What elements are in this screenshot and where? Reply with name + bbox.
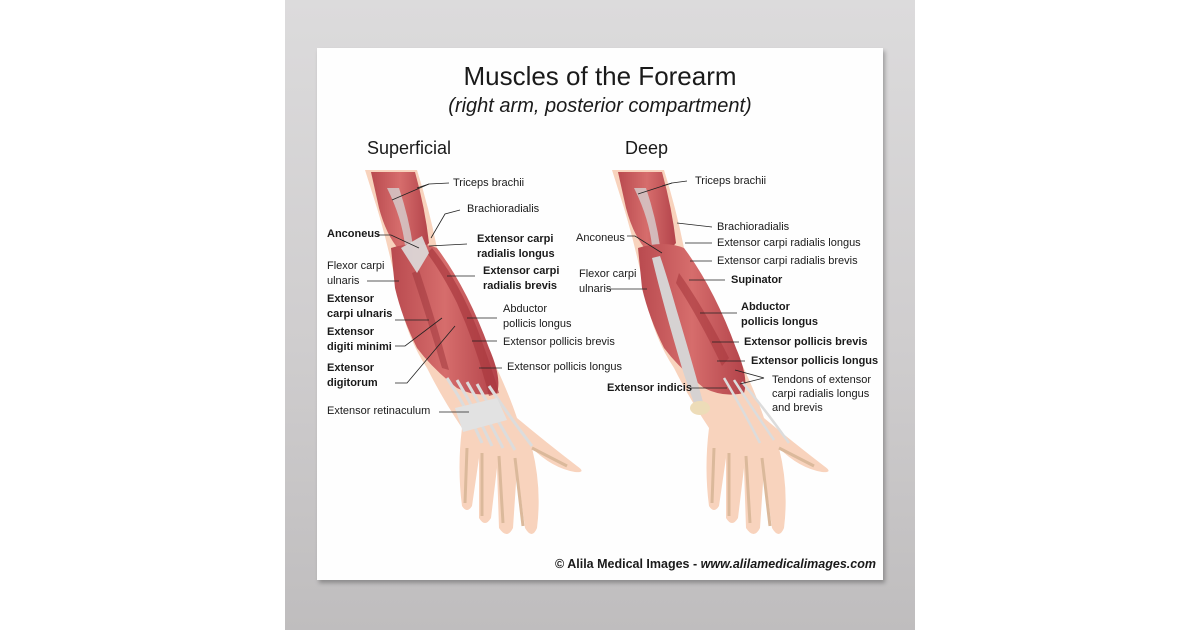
anatomy-poster: Muscles of the Forearm (right arm, poste… <box>317 48 883 580</box>
superficial-arm-illustration <box>365 170 582 534</box>
copyright-footer: © Alila Medical Images - www.alilamedica… <box>555 557 876 571</box>
label-sup-ext-pollicis-longus: Extensor pollicis longus <box>507 361 622 373</box>
label-deep-ext-pollicis-longus: Extensor pollicis longus <box>751 355 879 367</box>
label-sup-brachioradialis: Brachioradialis <box>467 203 540 215</box>
superficial-leader-lines <box>367 182 502 413</box>
label-sup-triceps-brachii: Triceps brachii <box>453 177 525 189</box>
poster-title: Muscles of the Forearm <box>463 61 737 91</box>
footer-separator: - <box>692 557 698 571</box>
label-deep-ext-pollicis-brevis: Extensor pollicis brevis <box>744 336 868 348</box>
deep-arm-illustration <box>612 170 829 534</box>
label-deep-supinator: Supinator <box>731 274 783 286</box>
forearm-illustrations <box>365 170 829 534</box>
label-deep-brachioradialis: Brachioradialis <box>717 221 790 233</box>
label-deep-ecr-brevis: Extensor carpi radialis brevis <box>717 255 858 267</box>
label-sup-ext-pollicis-brevis: Extensor pollicis brevis <box>503 336 615 348</box>
deep-leader-lines <box>607 180 765 389</box>
deep-heading: Deep <box>625 138 669 158</box>
label-deep-triceps-brachii: Triceps brachii <box>695 175 767 187</box>
label-sup-ext-retinaculum: Extensor retinaculum <box>327 405 431 417</box>
label-deep-ecr-longus: Extensor carpi radialis longus <box>717 237 861 249</box>
poster-subtitle: (right arm, posterior compartment) <box>448 95 752 117</box>
copyright-text: © Alila Medical Images <box>555 557 690 571</box>
label-deep-anconeus: Anconeus <box>576 232 625 244</box>
superficial-heading: Superficial <box>367 138 452 158</box>
label-sup-anconeus: Anconeus <box>327 228 381 240</box>
label-deep-ext-indicis: Extensor indicis <box>607 382 692 394</box>
website-link[interactable]: www.alilamedicalimages.com <box>700 557 876 571</box>
